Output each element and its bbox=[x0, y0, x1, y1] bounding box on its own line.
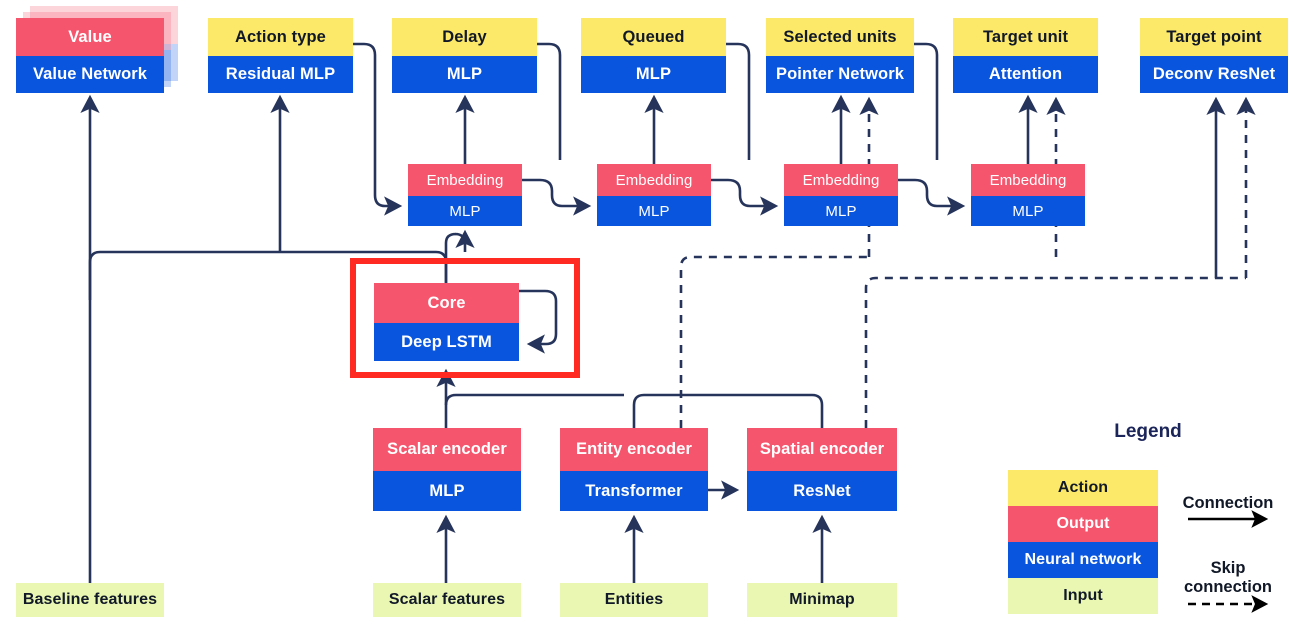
node-entity-encoder-top-label: Entity encoder bbox=[560, 428, 708, 471]
legend-skip-label-line2: connection bbox=[1183, 577, 1272, 596]
node-delay[interactable]: Delay MLP bbox=[392, 18, 537, 93]
legend-skip-label-line1: Skip bbox=[1210, 559, 1246, 577]
legend-swatch-output: Output bbox=[1008, 506, 1158, 542]
input-entities-label: Entities bbox=[560, 583, 708, 617]
node-embedding-target-unit[interactable]: Embedding MLP bbox=[971, 164, 1085, 226]
node-target-point-bottom-label: Deconv ResNet bbox=[1140, 56, 1288, 93]
wire-selected-units-to-emb-target-drop bbox=[914, 42, 939, 160]
wire-spatial-up-bus bbox=[811, 393, 824, 428]
node-embedding-target-unit-bottom-label: MLP bbox=[971, 196, 1085, 226]
node-value[interactable]: Value Value Network bbox=[16, 18, 164, 93]
node-embedding-target-unit-top-label: Embedding bbox=[971, 164, 1085, 196]
legend-title: Legend bbox=[1114, 421, 1182, 442]
legend-swatches: Action Output Neural network Input bbox=[1008, 470, 1158, 614]
wire-entity-up-bus bbox=[632, 393, 812, 428]
node-spatial-encoder-bottom-label: ResNet bbox=[747, 471, 897, 511]
wire-queued-to-emb-selected-drop bbox=[726, 42, 751, 160]
node-queued-top-label: Queued bbox=[581, 18, 726, 56]
input-minimap-label: Minimap bbox=[747, 583, 897, 617]
node-target-point[interactable]: Target point Deconv ResNet bbox=[1140, 18, 1288, 93]
input-scalar-features[interactable]: Scalar features bbox=[373, 583, 521, 617]
node-action-type[interactable]: Action type Residual MLP bbox=[208, 18, 353, 93]
node-queued[interactable]: Queued MLP bbox=[581, 18, 726, 93]
node-target-unit[interactable]: Target unit Attention bbox=[953, 18, 1098, 93]
input-baseline-features[interactable]: Baseline features bbox=[16, 583, 164, 617]
node-scalar-encoder-bottom-label: MLP bbox=[373, 471, 521, 511]
node-embedding-queued[interactable]: Embedding MLP bbox=[597, 164, 711, 226]
node-delay-top-label: Delay bbox=[392, 18, 537, 56]
wire-bus-a bbox=[444, 393, 624, 406]
node-spatial-encoder-top-label: Spatial encoder bbox=[747, 428, 897, 471]
node-embedding-selected-units-top-label: Embedding bbox=[784, 164, 898, 196]
legend-swatch-neural-network: Neural network bbox=[1008, 542, 1158, 578]
node-delay-bottom-label: MLP bbox=[392, 56, 537, 93]
node-action-type-top-label: Action type bbox=[208, 18, 353, 56]
input-entities[interactable]: Entities bbox=[560, 583, 708, 617]
wire-core-recurrent bbox=[519, 289, 558, 354]
node-embedding-delay-top-label: Embedding bbox=[408, 164, 522, 196]
node-embedding-delay[interactable]: Embedding MLP bbox=[408, 164, 522, 226]
input-minimap[interactable]: Minimap bbox=[747, 583, 897, 617]
node-selected-units-bottom-label: Pointer Network bbox=[766, 56, 914, 93]
node-embedding-queued-bottom-label: MLP bbox=[597, 196, 711, 226]
node-selected-units[interactable]: Selected units Pointer Network bbox=[766, 18, 914, 93]
wire-emb-selected-to-emb-target bbox=[898, 178, 966, 216]
node-target-unit-bottom-label: Attention bbox=[953, 56, 1098, 93]
wire-skip-spatial-bus-low bbox=[864, 276, 1246, 428]
node-target-unit-top-label: Target unit bbox=[953, 18, 1098, 56]
node-core[interactable]: Core Deep LSTM bbox=[374, 283, 519, 361]
wire-action-type-to-emb-delay bbox=[353, 42, 403, 216]
node-embedding-selected-units[interactable]: Embedding MLP bbox=[784, 164, 898, 226]
input-scalar-features-label: Scalar features bbox=[373, 583, 521, 617]
node-scalar-encoder-top-label: Scalar encoder bbox=[373, 428, 521, 471]
node-embedding-delay-bottom-label: MLP bbox=[408, 196, 522, 226]
wire-emb-delay-to-emb-queued bbox=[522, 178, 592, 216]
node-entity-encoder[interactable]: Entity encoder Transformer bbox=[560, 428, 708, 511]
wire-delay-to-emb-queued-drop bbox=[537, 42, 562, 160]
legend-swatch-action: Action bbox=[1008, 470, 1158, 506]
node-spatial-encoder[interactable]: Spatial encoder ResNet bbox=[747, 428, 897, 511]
node-selected-units-top-label: Selected units bbox=[766, 18, 914, 56]
legend-connection-label: Connection bbox=[1182, 494, 1274, 512]
wire-skip-entity-bus-low bbox=[679, 255, 869, 428]
node-embedding-queued-top-label: Embedding bbox=[597, 164, 711, 196]
node-value-bottom-label: Value Network bbox=[16, 56, 164, 93]
legend-skip-label: Skip connection bbox=[1168, 559, 1288, 597]
node-value-top-label: Value bbox=[16, 18, 164, 56]
legend-swatch-input: Input bbox=[1008, 578, 1158, 614]
node-core-top-label: Core bbox=[374, 283, 519, 323]
node-action-type-bottom-label: Residual MLP bbox=[208, 56, 353, 93]
wire-emb-queued-to-emb-selected bbox=[711, 178, 779, 216]
node-embedding-selected-units-bottom-label: MLP bbox=[784, 196, 898, 226]
node-target-point-top-label: Target point bbox=[1140, 18, 1288, 56]
node-core-bottom-label: Deep LSTM bbox=[374, 323, 519, 361]
input-baseline-features-label: Baseline features bbox=[16, 583, 164, 617]
node-queued-bottom-label: MLP bbox=[581, 56, 726, 93]
node-entity-encoder-bottom-label: Transformer bbox=[560, 471, 708, 511]
core-highlight-box bbox=[350, 258, 580, 378]
node-scalar-encoder[interactable]: Scalar encoder MLP bbox=[373, 428, 521, 511]
